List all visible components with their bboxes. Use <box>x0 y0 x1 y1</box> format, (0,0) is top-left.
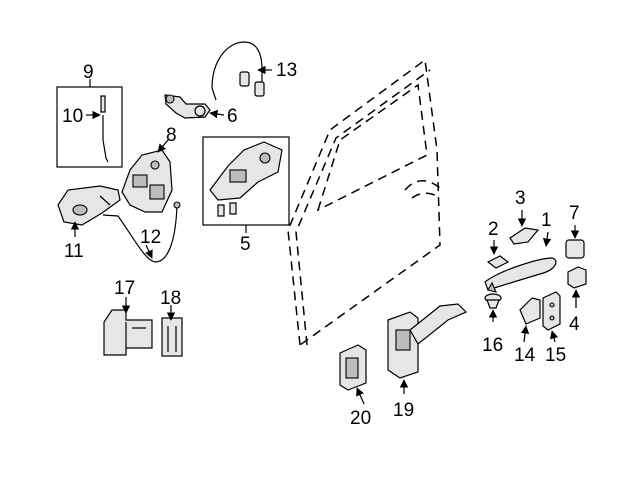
callout-labels: 1 2 3 4 5 6 7 8 9 10 11 12 13 14 15 16 1… <box>62 60 580 429</box>
callout-7: 7 <box>569 203 580 224</box>
part-18-hinge-plate[interactable] <box>161 305 183 357</box>
callout-16: 16 <box>482 335 503 356</box>
part-8-latch-housing[interactable] <box>121 139 173 213</box>
callout-14: 14 <box>514 345 536 366</box>
callout-20: 20 <box>350 408 371 429</box>
callout-19: 19 <box>393 400 414 421</box>
part-16-grommet[interactable] <box>484 293 502 322</box>
callout-15: 15 <box>545 345 566 366</box>
callout-18: 18 <box>160 288 181 309</box>
part-20-check-bracket[interactable] <box>339 344 367 405</box>
callout-11: 11 <box>64 241 84 262</box>
part-2-bezel[interactable] <box>486 240 510 269</box>
part-17-hinge[interactable] <box>103 297 153 356</box>
part-1-outer-handle[interactable] <box>484 231 557 293</box>
callout-13: 13 <box>276 60 297 81</box>
callout-2: 2 <box>488 219 499 240</box>
part-10-rod[interactable] <box>86 95 109 163</box>
part-11-inner-handle[interactable] <box>57 185 121 237</box>
part-12-cable[interactable] <box>102 201 181 263</box>
callout-17: 17 <box>114 278 135 299</box>
callout-6: 6 <box>227 106 238 127</box>
part-4-cap[interactable] <box>567 266 587 308</box>
part-15-plate[interactable] <box>542 291 561 343</box>
part-19-door-check[interactable] <box>387 303 468 394</box>
callout-3: 3 <box>515 188 526 209</box>
callout-12: 12 <box>140 227 161 248</box>
part-5-latch-box[interactable] <box>202 136 290 233</box>
part-6-lock-cylinder[interactable] <box>164 94 225 119</box>
callout-10: 10 <box>62 106 83 127</box>
callout-5: 5 <box>240 234 251 255</box>
part-14-bracket[interactable] <box>519 297 541 343</box>
callout-9: 9 <box>83 62 94 83</box>
part-9-box[interactable] <box>56 79 123 168</box>
callout-1: 1 <box>541 210 552 231</box>
callout-8: 8 <box>166 125 177 146</box>
part-3-cover[interactable] <box>509 210 540 245</box>
callout-4: 4 <box>569 314 580 335</box>
part-13-cable[interactable] <box>211 41 272 101</box>
part-7-cap[interactable] <box>565 225 585 259</box>
door-outline <box>287 58 441 347</box>
